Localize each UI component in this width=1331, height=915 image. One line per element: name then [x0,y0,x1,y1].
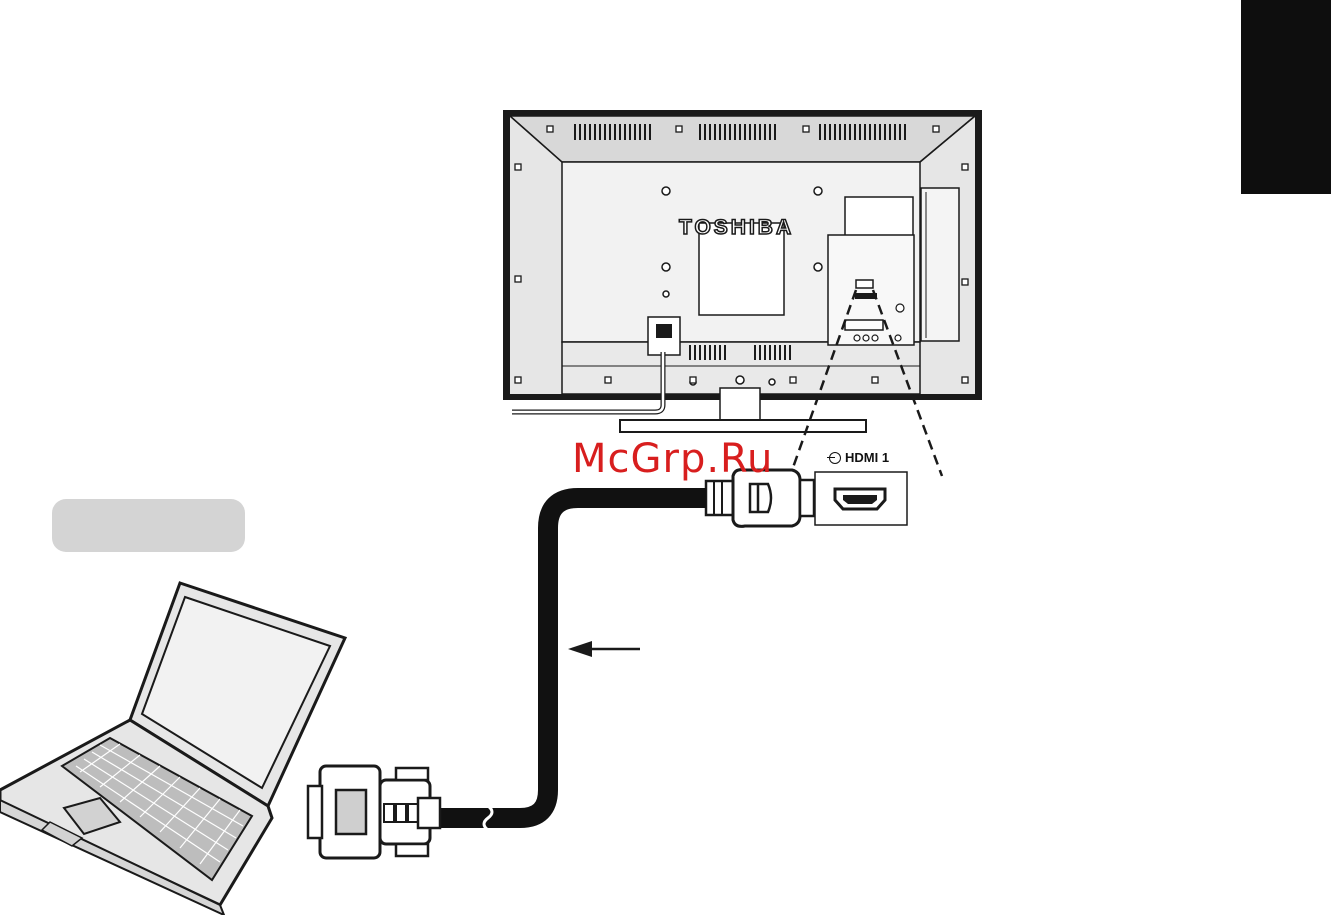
signal-direction-arrow-icon [568,641,640,657]
laptop [0,583,345,915]
watermark: McGrp.Ru [572,436,773,482]
dvi-plug [308,766,440,858]
tv-brand-logo: TOSHIBA [679,216,794,240]
input-arrow-icon [829,452,841,464]
hdmi-port-label-text: HDMI 1 [845,450,889,465]
hdmi-port-detail [815,472,907,525]
tv-rear [503,110,982,432]
hdmi-port-label: HDMI 1 [829,450,889,465]
hdmi-cable [440,498,706,818]
